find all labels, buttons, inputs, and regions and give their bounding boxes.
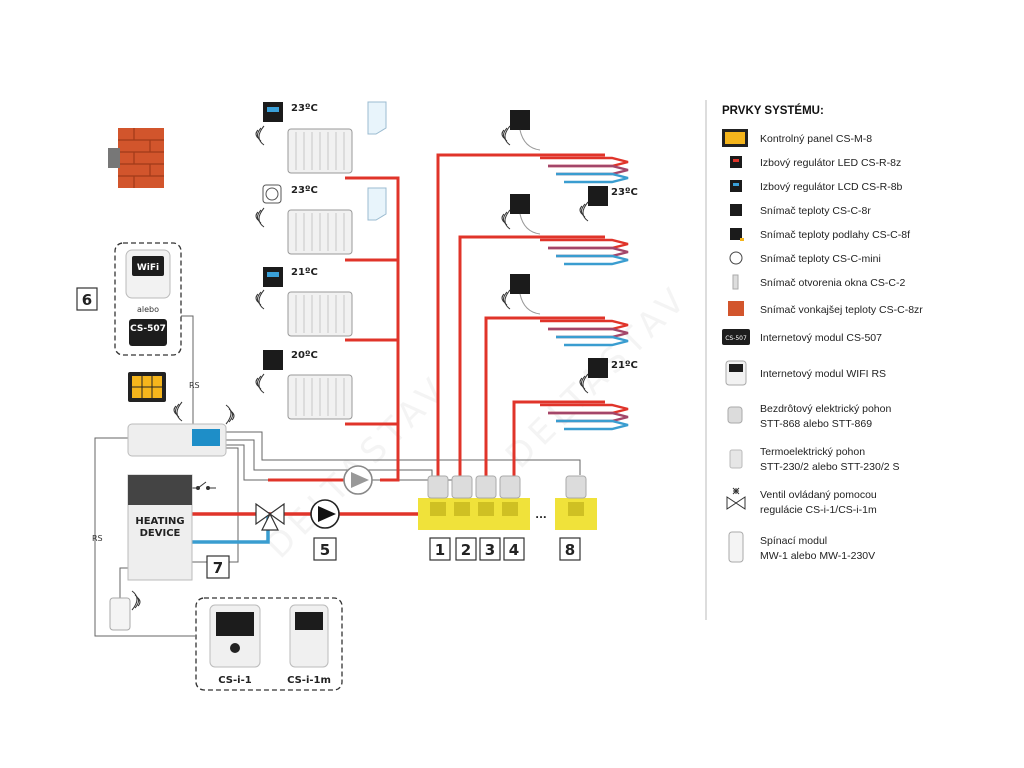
radiators bbox=[287, 101, 387, 420]
cs-i-1-label: CS-i-1 bbox=[218, 675, 251, 686]
mini-sensor-icon bbox=[729, 251, 743, 265]
internet-options-group: WiFi alebo CS-507 6 bbox=[76, 242, 182, 356]
legend-item-label: Snímač teploty podlahy CS-C-8f bbox=[760, 229, 910, 241]
zone-8-label: 8 bbox=[565, 541, 575, 559]
radiator-temp-1: 23ºC bbox=[291, 103, 318, 114]
lcd-controller-1 bbox=[263, 102, 283, 122]
cs-i-regulators-group: CS-i-1 CS-i-1m bbox=[195, 597, 343, 691]
or-label: alebo bbox=[137, 305, 159, 314]
window-sensor-icon bbox=[732, 274, 739, 290]
control-panel-icon bbox=[128, 372, 166, 402]
mini-sensor-2 bbox=[262, 184, 282, 204]
floor-sensors bbox=[510, 110, 608, 378]
legend-item-label: Termoelektrický pohon bbox=[760, 446, 865, 458]
floor-sensor-icon bbox=[730, 228, 744, 241]
wifi-module-icon bbox=[725, 360, 747, 386]
switch-module-icon bbox=[109, 597, 131, 631]
legend-item-sublabel: regulácie CS-i-1/CS-i-1m bbox=[760, 504, 877, 516]
zone-3-label: 3 bbox=[485, 541, 495, 559]
led-regulator-icon bbox=[730, 156, 742, 168]
legend-item-label: Internetový modul CS-507 bbox=[760, 332, 882, 344]
legend-cs507-text: CS-507 bbox=[725, 335, 747, 342]
relay-switch bbox=[190, 481, 216, 490]
floor-temp-4: 21ºC bbox=[611, 360, 638, 371]
radiator-risers bbox=[345, 176, 400, 482]
rs-label-top: RS bbox=[189, 381, 200, 390]
zone-2-label: 2 bbox=[461, 541, 471, 559]
internet-module-icon: CS-507 bbox=[722, 329, 750, 345]
valve-icon bbox=[726, 487, 746, 510]
outdoor-sensor-icon bbox=[728, 301, 744, 316]
main-controller bbox=[127, 423, 227, 457]
legend-item-sublabel: STT-868 alebo STT-869 bbox=[760, 418, 872, 430]
floor-temp-2: 23ºC bbox=[611, 187, 638, 198]
legend-item-label: Snímač teploty CS-C-8r bbox=[760, 205, 871, 217]
temp-sensor-icon bbox=[730, 204, 742, 216]
radiator-temp-4: 20ºC bbox=[291, 350, 318, 361]
manifold-actuators bbox=[427, 475, 587, 516]
floor-supply-lines bbox=[436, 153, 605, 476]
legend-item-label: Kontrolný panel CS-M-8 bbox=[760, 133, 872, 145]
rs-label-left: RS bbox=[92, 534, 103, 543]
lcd-controller-3 bbox=[263, 267, 283, 287]
thermo-actuator-icon bbox=[729, 449, 743, 469]
legend-item-sublabel: MW-1 alebo MW-1-230V bbox=[760, 550, 875, 562]
pump-icon: 5 bbox=[310, 499, 340, 561]
legend-item-label: Snímač otvorenia okna CS-C-2 bbox=[760, 277, 905, 289]
floor-loops bbox=[540, 156, 629, 431]
legend-item-label: Ventil ovládaný pomocou bbox=[760, 489, 877, 501]
legend-item-label: Izbový regulátor LCD CS-R-8b bbox=[760, 181, 903, 193]
legend-item-sublabel: STT-230/2 alebo STT-230/2 S bbox=[760, 461, 900, 473]
legend-item-label: Spínací modul bbox=[760, 535, 827, 547]
radiator-temp-3: 21ºC bbox=[291, 267, 318, 278]
box-5-label: 5 bbox=[320, 541, 330, 559]
legend-item-label: Izbový regulátor LED CS-R-8z bbox=[760, 157, 901, 169]
legend-items: Kontrolný panel CS-M-8 Izbový regulátor … bbox=[760, 133, 923, 562]
outdoor-sensor-wall bbox=[108, 128, 164, 188]
room-sensor-4 bbox=[263, 350, 283, 370]
wireless-actuator-icon bbox=[727, 406, 743, 424]
heating-device-line2: DEVICE bbox=[140, 528, 181, 539]
manifold-ellipsis: ... bbox=[535, 510, 546, 521]
control-panel-icon bbox=[722, 129, 748, 147]
cs-i-1m-label: CS-i-1m bbox=[287, 675, 331, 686]
box-7-label: 7 bbox=[213, 559, 223, 577]
legend-icons: CS-507 bbox=[722, 129, 750, 563]
radiator-temp-2: 23ºC bbox=[291, 185, 318, 196]
legend-item-label: Snímač teploty CS-C-mini bbox=[760, 253, 881, 265]
legend-item-label: Bezdrôtový elektrický pohon bbox=[760, 403, 891, 415]
manifold-number-boxes: 1 2 3 4 8 bbox=[429, 537, 581, 561]
switch-module-icon bbox=[728, 531, 744, 563]
heating-device-line1: HEATING bbox=[135, 516, 184, 527]
wifi-module-label: WiFi bbox=[137, 263, 159, 273]
zone-1-label: 1 bbox=[435, 541, 445, 559]
legend-item-label: Snímač vonkajšej teploty CS-C-8zr bbox=[760, 304, 923, 316]
legend-title: PRVKY SYSTÉMU: bbox=[722, 104, 824, 117]
lcd-regulator-icon bbox=[730, 180, 742, 192]
zone-4-label: 4 bbox=[509, 541, 519, 559]
radiator-pump-icon bbox=[343, 465, 373, 495]
cs507-label: CS-507 bbox=[130, 324, 166, 334]
legend-item-label: Internetový modul WIFI RS bbox=[760, 368, 886, 380]
box-6-label: 6 bbox=[82, 291, 92, 309]
heating-device: HEATING DEVICE 7 bbox=[127, 474, 230, 581]
three-way-valve-icon bbox=[255, 502, 285, 531]
